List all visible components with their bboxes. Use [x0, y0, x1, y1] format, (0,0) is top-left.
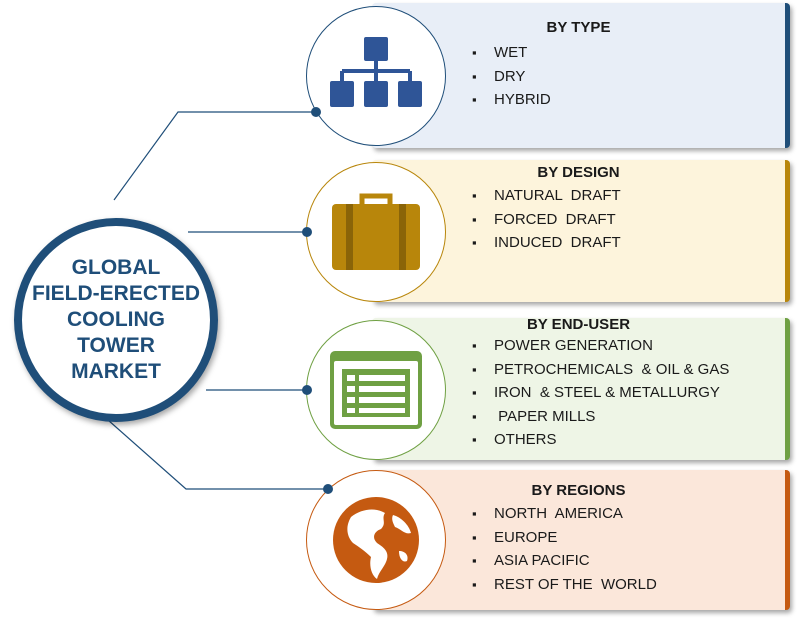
segment-list-design: NATURAL DRAFT FORCED DRAFT INDUCED DRAFT	[472, 184, 621, 255]
icon-circle-end-user	[306, 320, 446, 460]
list-item: NATURAL DRAFT	[472, 184, 621, 208]
list-item: HYBRID	[472, 88, 551, 112]
list-item: NORTH AMERICA	[472, 502, 657, 526]
segment-title-type: BY TYPE	[546, 19, 611, 36]
icon-circle-design	[306, 162, 446, 302]
connector-regions	[107, 419, 328, 490]
icon-circle-type	[306, 6, 446, 146]
segment-title-design: BY DESIGN	[537, 164, 620, 181]
list-item: FORCED DRAFT	[472, 208, 621, 232]
connector-dot-regions	[323, 484, 333, 494]
segment-title-regions: BY REGIONS	[531, 482, 626, 499]
list-item: ASIA PACIFIC	[472, 549, 657, 573]
briefcase-icon	[332, 193, 420, 270]
hub-title: GLOBAL FIELD-ERECTED COOLING TOWER MARKE…	[32, 256, 200, 383]
segment-list-end-user: POWER GENERATION PETROCHEMICALS & OIL & …	[472, 334, 729, 452]
list-item: OTHERS	[472, 428, 729, 452]
market-hub-circle: GLOBAL FIELD-ERECTED COOLING TOWER MARKE…	[14, 218, 218, 422]
icon-circle-regions	[306, 470, 446, 610]
connector-dot-end-user	[302, 385, 312, 395]
connector-dot-design	[302, 227, 312, 237]
list-item: PETROCHEMICALS & OIL & GAS	[472, 358, 729, 382]
segment-title-end-user: BY END-USER	[526, 316, 631, 333]
segment-list-regions: NORTH AMERICA EUROPE ASIA PACIFIC REST O…	[472, 502, 657, 596]
segment-panel-regions: BY REGIONS NORTH AMERICA EUROPE ASIA PAC…	[372, 470, 790, 610]
list-item: WET	[472, 41, 551, 65]
list-window-icon	[330, 351, 422, 429]
list-item: IRON & STEEL & METALLURGY	[472, 381, 729, 405]
list-item: REST OF THE WORLD	[472, 573, 657, 597]
segment-panel-end-user: BY END-USER POWER GENERATION PETROCHEMIC…	[372, 316, 790, 460]
hierarchy-icon	[330, 37, 422, 107]
list-item: DRY	[472, 65, 551, 89]
connector-dot-type	[311, 107, 321, 117]
list-item: EUROPE	[472, 526, 657, 550]
list-item: INDUCED DRAFT	[472, 231, 621, 255]
segment-list-type: WET DRY HYBRID	[472, 41, 551, 112]
connector-type	[113, 111, 316, 201]
list-item: POWER GENERATION	[472, 334, 729, 358]
list-item: PAPER MILLS	[472, 405, 729, 429]
globe-icon	[333, 497, 419, 583]
